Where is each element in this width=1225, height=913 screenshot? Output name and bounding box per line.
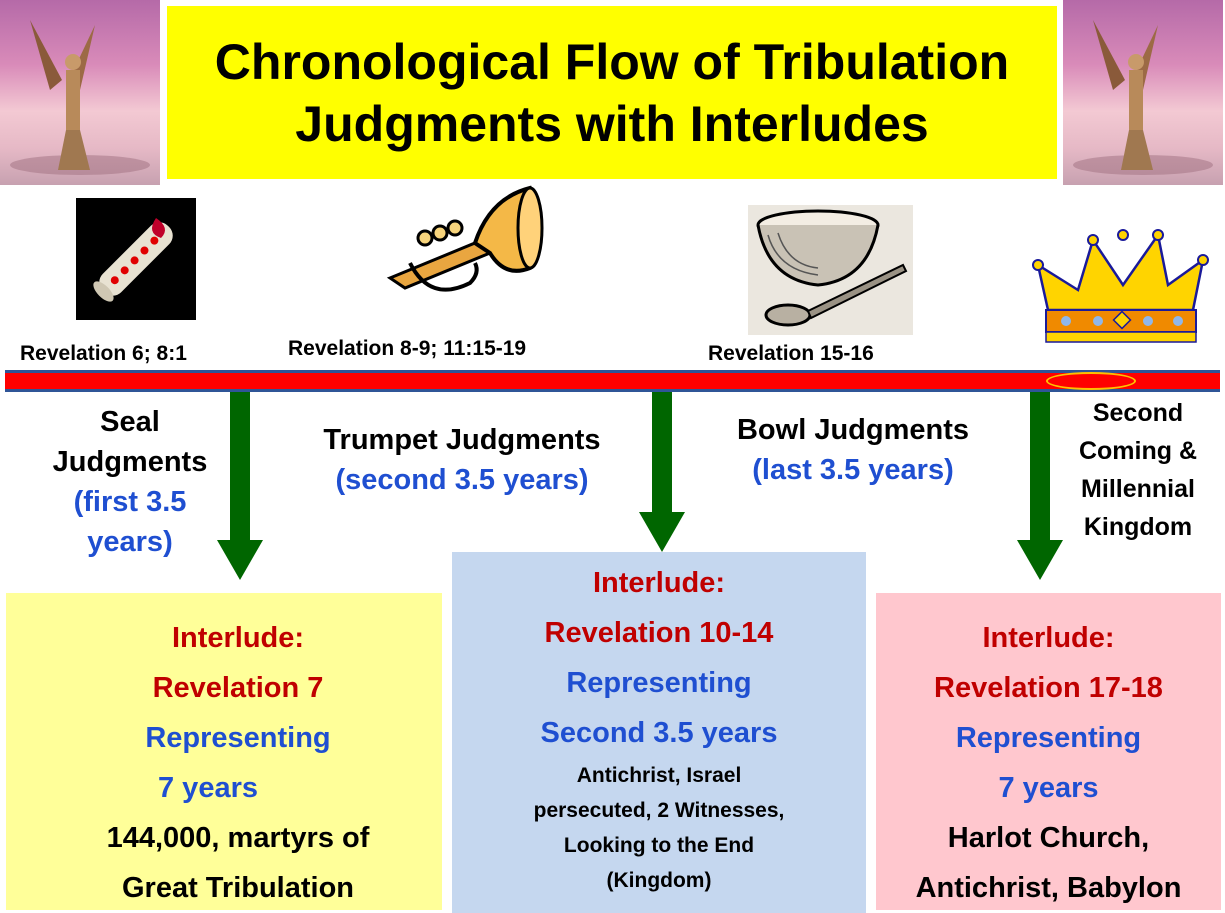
interlude-heading: Interlude: <box>982 622 1115 654</box>
seal-line-2: Judgments <box>52 446 208 478</box>
angel-trumpet-icon <box>0 0 160 185</box>
scroll-icon <box>76 198 196 325</box>
interlude-span: 7 years <box>158 772 258 804</box>
seal-period-1: (first 3.5 <box>73 486 187 518</box>
interlude-detail: 144,000, martyrs of <box>106 822 370 854</box>
interlude-reference: Revelation 10-14 <box>544 617 774 649</box>
interlude-detail: Harlot Church, <box>947 822 1150 854</box>
title-banner: Chronological Flow of Tribulation Judgme… <box>167 6 1057 179</box>
bowl-period: (last 3.5 years) <box>752 454 954 486</box>
title-line-2: Judgments with Interludes <box>295 95 929 152</box>
trumpet-period: (second 3.5 years) <box>335 464 589 496</box>
bowl-icon <box>748 205 913 340</box>
interlude-detail: Antichrist, Israel <box>576 764 742 787</box>
second-coming-arrow <box>1017 392 1063 580</box>
seal-judgments-label: Seal Judgments (first 3.5 years) <box>30 402 230 562</box>
crown-icon <box>1028 220 1223 360</box>
seal-period-2: years) <box>87 526 173 558</box>
interlude-detail: Looking to the End <box>563 834 755 857</box>
interlude-detail: Great Tribulation <box>121 872 355 904</box>
seal-reference: Revelation 6; 8:1 <box>20 342 187 365</box>
interlude-detail: Antichrist, Babylon <box>915 872 1182 904</box>
bowl-judgments-label: Bowl Judgments (last 3.5 years) <box>700 410 1006 490</box>
trumpet-name: Trumpet Judgments <box>323 424 601 456</box>
seal-line-1: Seal <box>100 406 160 438</box>
trumpet-judgments-label: Trumpet Judgments (second 3.5 years) <box>272 420 652 500</box>
second-coming-line-4: Kingdom <box>1083 513 1193 541</box>
interlude-span: Second 3.5 years <box>540 717 778 749</box>
interlude-box-third: Interlude: Revelation 17-18 Representing… <box>876 593 1221 910</box>
seal-arrow <box>217 392 263 580</box>
second-coming-line-1: Second <box>1092 399 1184 427</box>
trumpet-arrow <box>639 392 685 552</box>
bowl-reference: Revelation 15-16 <box>708 342 874 365</box>
timeline-bar <box>5 370 1220 392</box>
interlude-heading: Interlude: <box>592 567 726 599</box>
interlude-heading: Interlude: <box>171 622 305 654</box>
interlude-reference: Revelation 17-18 <box>934 672 1163 704</box>
interlude-detail: persecuted, 2 Witnesses, <box>533 799 785 822</box>
interlude-representing: Representing <box>566 667 752 699</box>
second-coming-line-3: Millennial <box>1081 475 1195 503</box>
trumpet-icon <box>380 183 550 318</box>
bowl-name: Bowl Judgments <box>736 414 969 446</box>
interlude-box-first: Interlude: Revelation 7 Representing 7 y… <box>6 593 442 910</box>
angel-trumpet-icon <box>1063 0 1223 185</box>
title-line-1: Chronological Flow of Tribulation <box>214 33 1010 90</box>
interlude-detail: (Kingdom) <box>606 869 712 892</box>
interlude-representing: Representing <box>145 722 331 754</box>
interlude-reference: Revelation 7 <box>152 672 324 704</box>
second-coming-line-2: Coming & <box>1078 437 1198 465</box>
second-coming-label: Second Coming & Millennial Kingdom <box>1058 394 1218 546</box>
interlude-box-second: Interlude: Revelation 10-14 Representing… <box>452 552 866 913</box>
interlude-span: 7 years <box>998 772 1099 804</box>
interlude-representing: Representing <box>955 722 1142 754</box>
trumpet-reference: Revelation 8-9; 11:15-19 <box>288 337 527 360</box>
crown-marker <box>1046 372 1136 390</box>
